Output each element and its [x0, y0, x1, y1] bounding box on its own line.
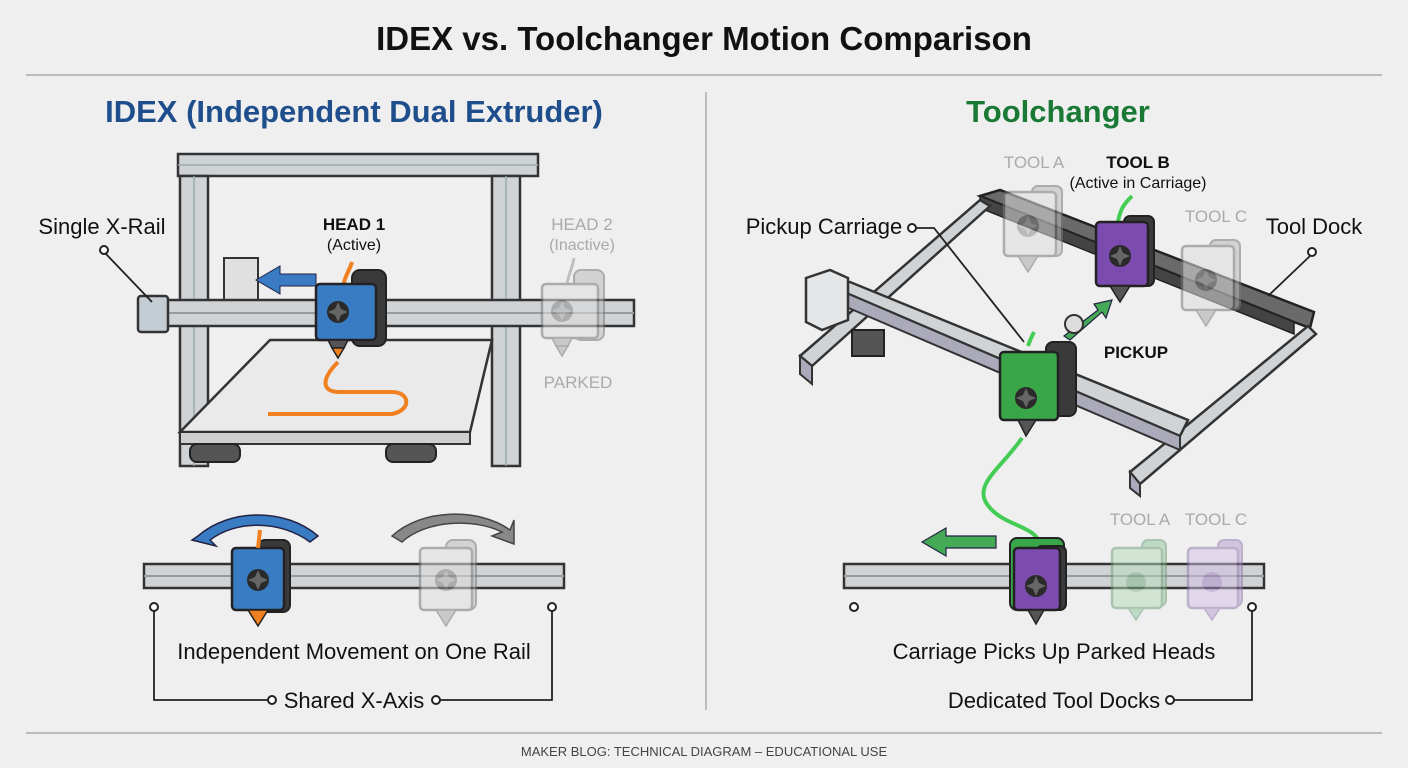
toolchanger-heading: Toolchanger: [966, 94, 1150, 129]
carriage-caption: Carriage Picks Up Parked Heads: [893, 639, 1216, 664]
tool-dock-label: Tool Dock: [1266, 214, 1364, 239]
idex-movement-caption: Independent Movement on One Rail: [177, 639, 530, 664]
bottom-tool-a-label: TOOL A: [1110, 510, 1171, 529]
printed-filament-path: [268, 360, 409, 416]
head2-extruder: [540, 257, 605, 358]
tool-a-label: TOOL A: [1004, 153, 1065, 172]
idex-left-move-arrow: [190, 514, 320, 548]
tool-dock-callout-dot: [1307, 247, 1317, 257]
dedicated-docks-bracket: [849, 602, 1257, 705]
single-x-rail-callout-line: [105, 253, 153, 303]
dedicated-docks-label: Dedicated Tool Docks: [948, 688, 1160, 713]
tool-a-docked: [1002, 185, 1063, 274]
head1-move-arrow: [255, 265, 317, 295]
head2-title: HEAD 2: [551, 215, 612, 234]
pickup-label: PICKUP: [1104, 343, 1168, 362]
single-x-rail-label: Single X-Rail: [38, 214, 165, 239]
idex-bottom-head-active: [230, 529, 291, 628]
bottom-purple-tool: [1009, 537, 1067, 626]
idex-right-move-arrow: [390, 513, 515, 546]
carriage-return-arrow: [920, 526, 997, 558]
bottom-tool-c: [1186, 539, 1243, 622]
shared-x-axis-bracket: [149, 602, 557, 705]
tool-b-title: TOOL B: [1106, 153, 1170, 172]
green-filament-path: [981, 436, 1042, 549]
tool-c-docked: [1180, 239, 1241, 328]
pickup-arrow: [1062, 299, 1113, 341]
idex-print-bed: [177, 338, 494, 463]
carriage-green-tool: [998, 331, 1077, 438]
pickup-carriage-callout-line: [916, 227, 1025, 343]
parked-label: PARKED: [544, 373, 613, 392]
pickup-carriage-label: Pickup Carriage: [746, 214, 903, 239]
head1-state: (Active): [327, 237, 381, 254]
bottom-tool-c-label: TOOL C: [1185, 510, 1247, 529]
footer-text: MAKER BLOG: TECHNICAL DIAGRAM – EDUCATIO…: [521, 744, 888, 759]
idex-section: IDEX (Independent Dual Extruder): [38, 94, 636, 713]
toolchanger-section: Toolchanger TOOL A: [746, 94, 1364, 713]
idex-bottom-rail: [142, 562, 566, 590]
single-x-rail-callout-dot: [99, 245, 109, 255]
pickup-carriage-callout-dot: [907, 223, 917, 233]
tool-b-state: (Active in Carriage): [1070, 175, 1207, 192]
idex-heading: IDEX (Independent Dual Extruder): [105, 94, 603, 129]
head1-title: HEAD 1: [323, 215, 385, 234]
idex-bottom-head-parked: [418, 539, 477, 628]
tool-b-active: [1094, 194, 1155, 304]
tool-c-label: TOOL C: [1185, 207, 1247, 226]
tool-dock-callout-line: [1267, 255, 1311, 297]
page-title: IDEX vs. Toolchanger Motion Comparison: [376, 20, 1032, 57]
head1-extruder: [314, 261, 387, 360]
bottom-tool-a: [1110, 539, 1167, 622]
shared-x-axis-label: Shared X-Axis: [284, 688, 425, 713]
head2-state: (Inactive): [549, 237, 615, 254]
